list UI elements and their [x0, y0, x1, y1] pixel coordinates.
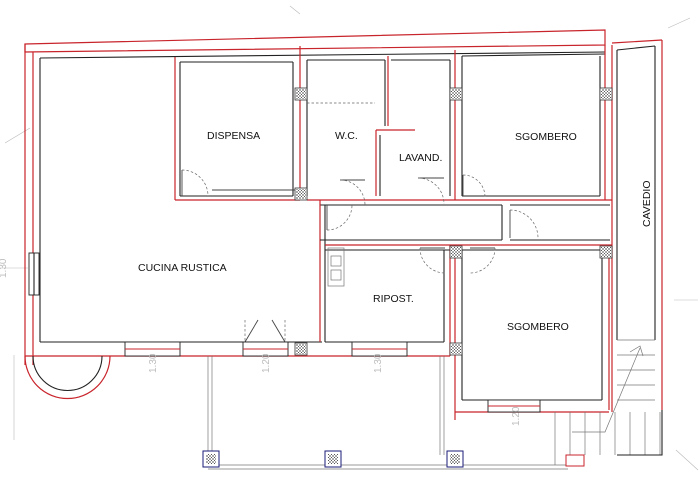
- room-label-sgombero-bottom: SGOMBERO: [507, 321, 569, 333]
- left-window: [28, 252, 40, 296]
- room-label-lavand: LAVAND.: [399, 152, 442, 164]
- dimension-mark-4: 1.20: [511, 406, 522, 426]
- dimension-left-window: 1.30: [0, 258, 9, 278]
- room-label-cavedio: CAVEDIO: [641, 181, 653, 227]
- doors: [181, 169, 539, 343]
- room-label-ripost: RIPOST.: [373, 293, 414, 305]
- dimension-mark-2: 1.20: [261, 353, 272, 373]
- interior-walls: [174, 39, 663, 420]
- room-label-dispensa: DISPENSA: [207, 130, 260, 142]
- terrace-pillars: [202, 450, 464, 468]
- structural-columns: [294, 87, 613, 356]
- construction-lines: [0, 5, 699, 471]
- room-label-wc: W.C.: [335, 130, 358, 142]
- dimension-mark-1: 1.30: [148, 353, 159, 373]
- dimension-mark-3: 1.30: [373, 353, 384, 373]
- terrace-railing: [207, 356, 585, 470]
- room-label-cucina-rustica: CUCINA RUSTICA: [138, 262, 227, 274]
- bay-window: [24, 355, 111, 400]
- sink: [327, 247, 345, 287]
- room-label-sgombero-top: SGOMBERO: [515, 131, 577, 143]
- staircase: [569, 339, 663, 456]
- exterior-walls: [24, 29, 606, 365]
- bottom-windows: [124, 341, 541, 413]
